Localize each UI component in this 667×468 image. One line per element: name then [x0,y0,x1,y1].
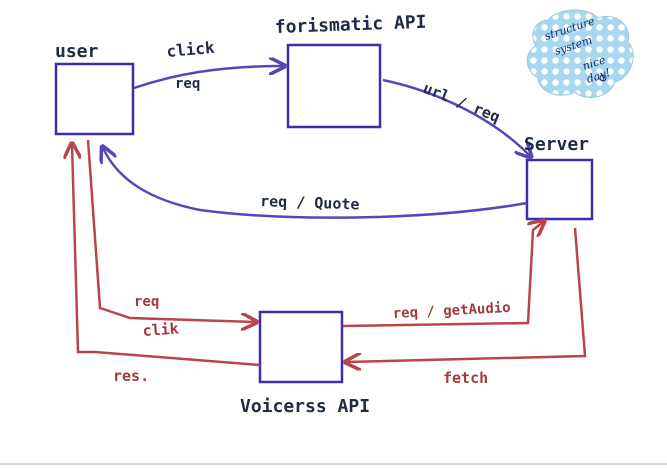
req-label-left: req [134,294,159,310]
forismatic-api-label: forismatic API [274,12,426,38]
res-label: res. [113,367,149,385]
bottom-divider [0,463,667,465]
arrow-server-to-voicerss [347,227,587,362]
arrow-user-to-forismatic [133,66,283,90]
server-label: Server [524,134,589,155]
user-label: user [55,41,99,62]
forismatic-api-box [286,43,382,129]
url-req-label: url / req [421,79,503,126]
smiley-icon [599,74,607,82]
clik-label: clik [142,320,179,340]
voicerss-api-label: Voicerss API [240,396,370,417]
req-getaudio-label: req / getAudio [392,300,511,322]
sticker: structure system nice day! [526,9,634,98]
click-label: click [166,38,216,61]
arrow-voicerss-to-user [72,145,261,367]
sticker-cloud-shape [526,9,634,98]
arrow-server-to-user [103,148,528,219]
user-box [54,62,135,136]
req-label-top: req [175,76,200,92]
server-box [525,158,594,221]
arrow-voicerss-to-server [342,222,543,328]
arrow-forismatic-to-server [382,78,530,156]
req-quote-label: req / Quote [260,192,360,213]
arrow-user-to-voicerss [86,139,255,322]
fetch-label: fetch [443,369,488,387]
voicerss-api-box [258,310,344,384]
